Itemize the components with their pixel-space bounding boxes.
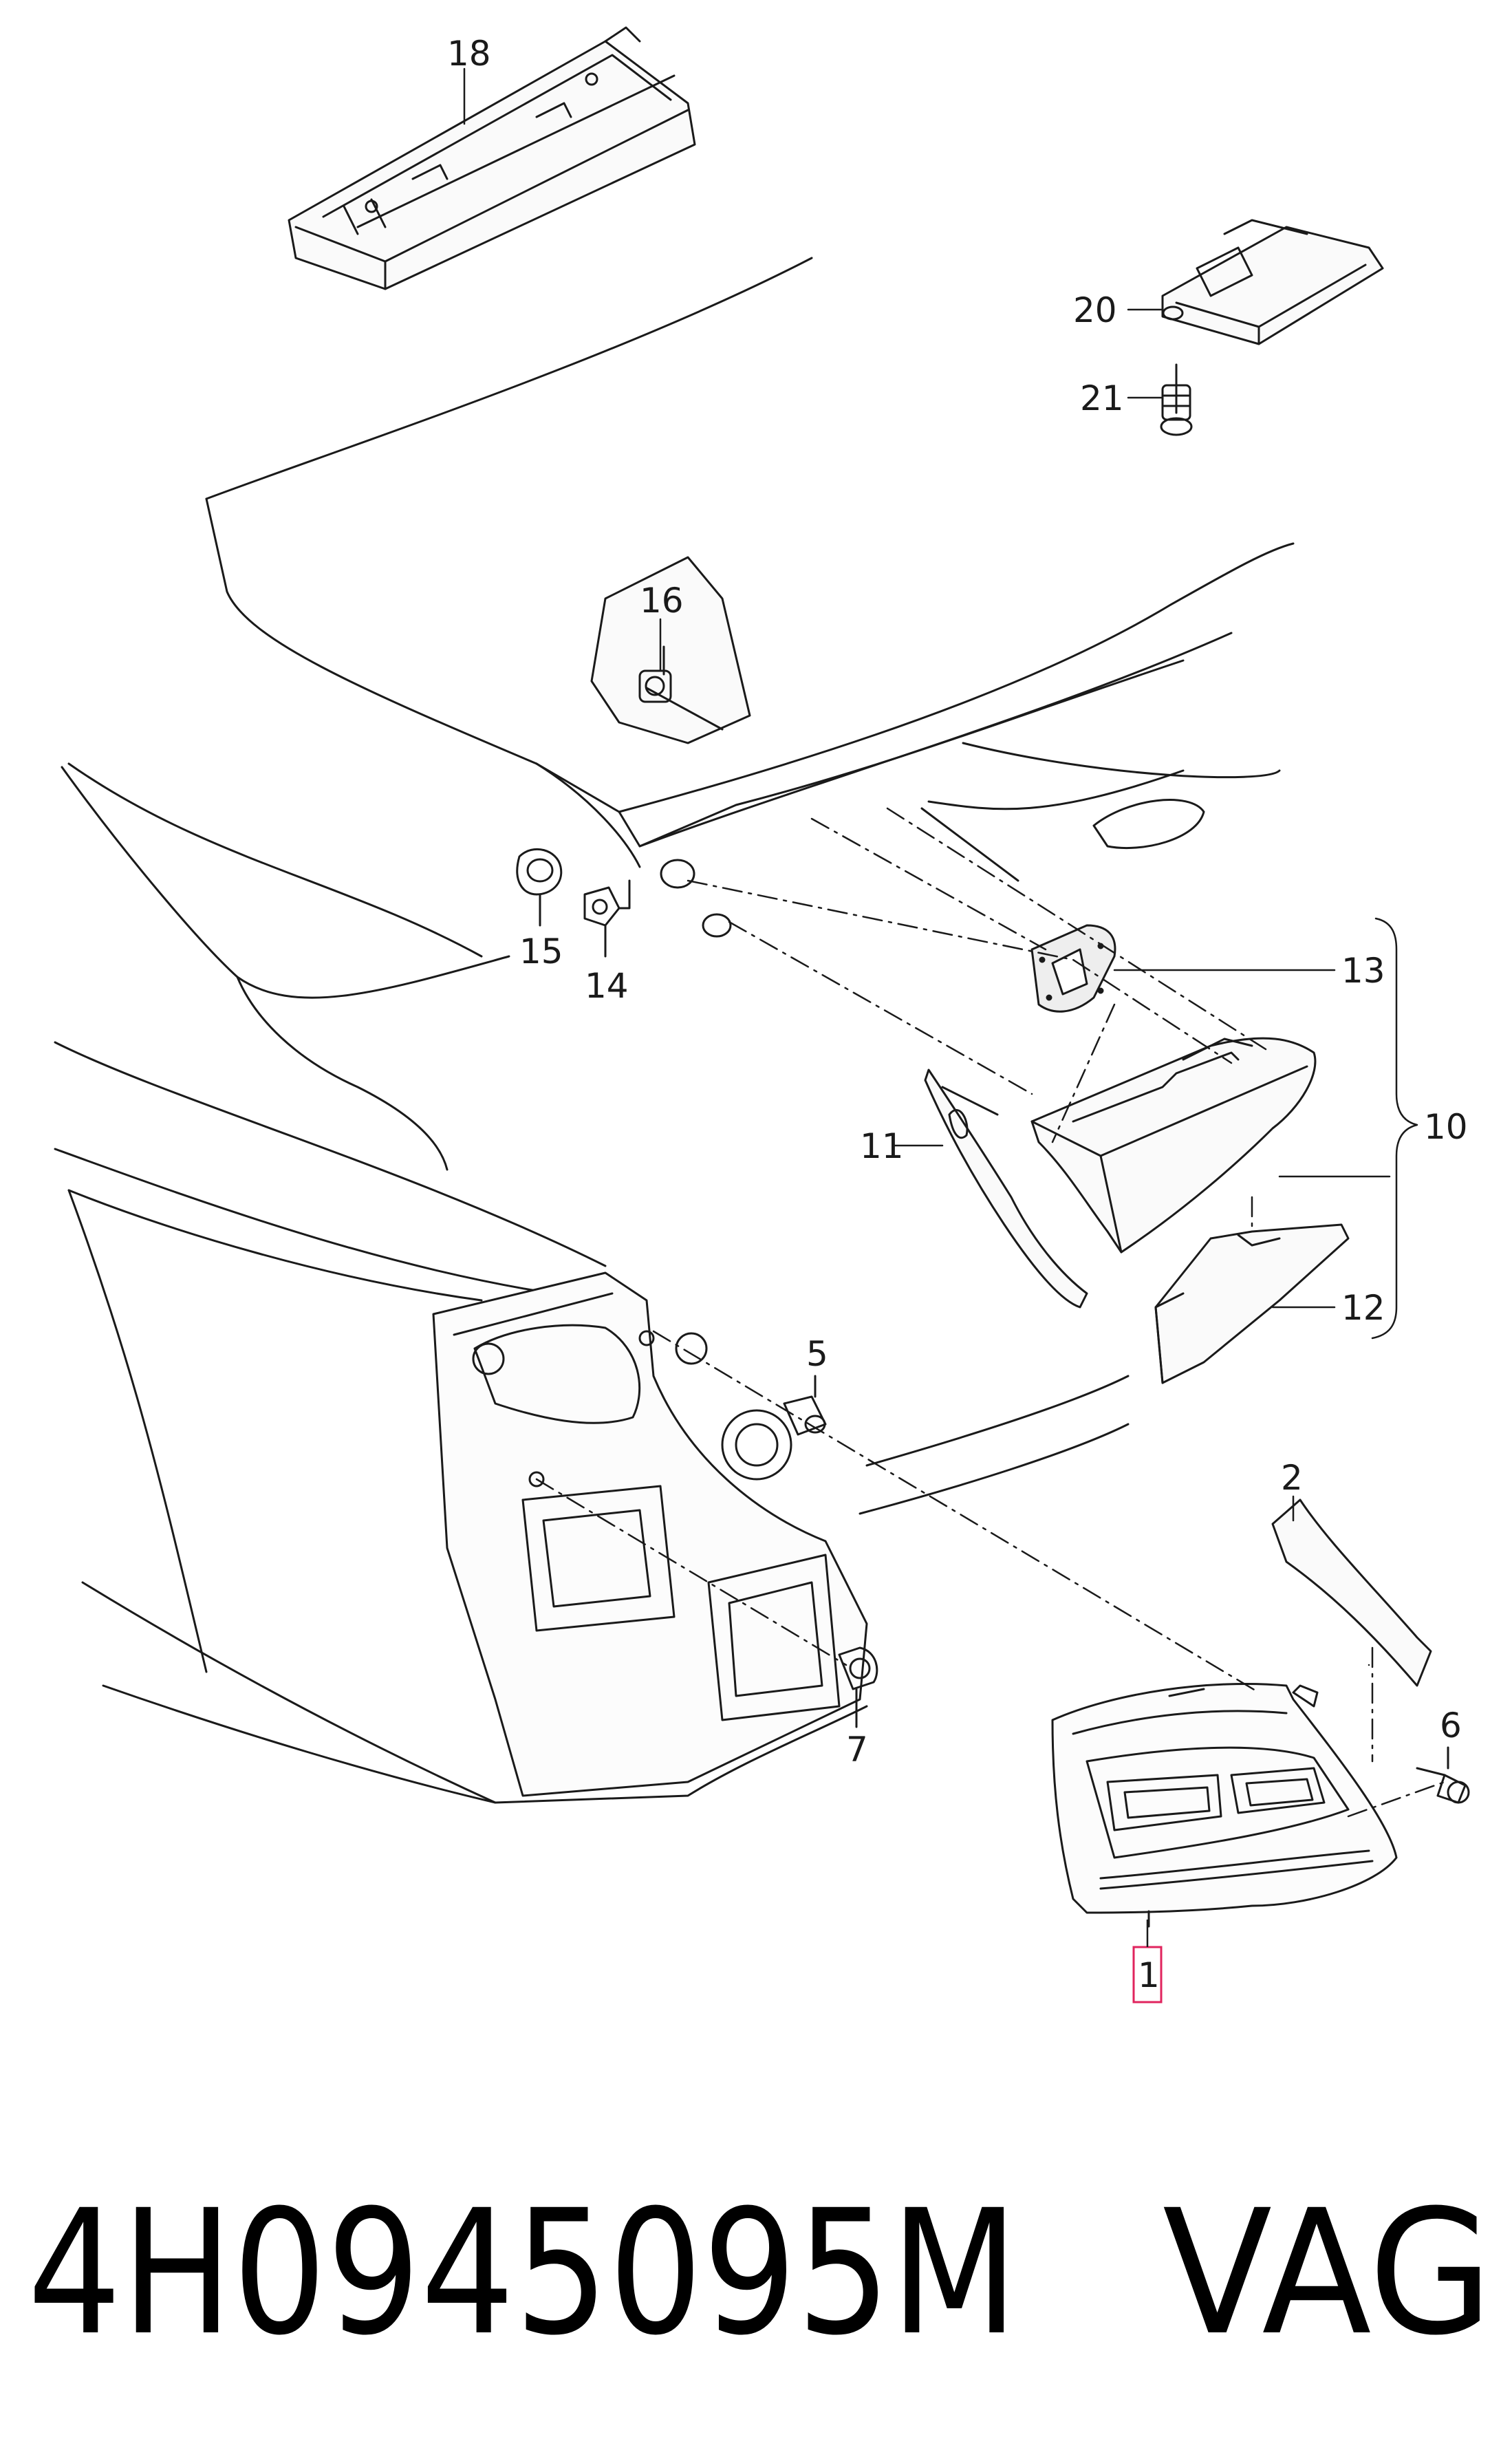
callout-11: 11 bbox=[860, 1126, 904, 1166]
callout-7: 7 bbox=[846, 1730, 868, 1770]
tail-light-part-1 bbox=[1051, 1682, 1398, 1928]
screw-part-6 bbox=[1416, 1746, 1470, 1804]
leader-lines bbox=[463, 67, 1418, 1666]
callout-labels: 18 20 21 16 15 14 13 11 10 12 5 2 7 6 1 bbox=[447, 34, 1468, 2003]
callout-13: 13 bbox=[1341, 951, 1385, 991]
assembly-lines bbox=[535, 807, 1446, 1818]
nut-part-14 bbox=[583, 879, 631, 958]
side-trim-part-2 bbox=[1271, 1498, 1432, 1687]
mount-bushings bbox=[660, 859, 732, 938]
trim-cover-part-12 bbox=[1154, 1223, 1350, 1384]
seal-strip-part-11 bbox=[924, 1068, 1088, 1309]
callout-2: 2 bbox=[1281, 1458, 1303, 1498]
footer: 4H0945095M VAG bbox=[28, 2173, 1493, 2373]
callout-15: 15 bbox=[519, 932, 563, 971]
callout-10: 10 bbox=[1424, 1107, 1468, 1147]
gasket-part-13 bbox=[1030, 924, 1116, 1013]
screw-part-21 bbox=[1160, 363, 1193, 436]
callout-6: 6 bbox=[1440, 1706, 1462, 1745]
stud-part-5 bbox=[783, 1375, 827, 1436]
callout-20: 20 bbox=[1073, 290, 1117, 330]
nut-part-15 bbox=[516, 848, 563, 927]
callout-5: 5 bbox=[806, 1334, 828, 1374]
callout-1-highlight: 1 bbox=[1132, 1920, 1163, 2003]
license-light-part-20 bbox=[1161, 219, 1384, 345]
inner-taillight-part-10 bbox=[1030, 1037, 1317, 1254]
nut-part-7 bbox=[838, 1646, 878, 1728]
detail-inset-part-16 bbox=[590, 556, 751, 744]
brand-name: VAG bbox=[1163, 2173, 1493, 2373]
car-body-outline bbox=[54, 257, 1295, 1804]
callout-16: 16 bbox=[640, 581, 684, 621]
callout-21: 21 bbox=[1080, 378, 1124, 418]
part-number: 4H0945095M bbox=[28, 2173, 1018, 2373]
callout-1: 1 bbox=[1138, 1955, 1160, 1995]
brake-light-part-18 bbox=[288, 26, 696, 290]
callout-14: 14 bbox=[585, 966, 629, 1006]
callout-18: 18 bbox=[447, 34, 491, 74]
callout-12: 12 bbox=[1341, 1288, 1385, 1328]
